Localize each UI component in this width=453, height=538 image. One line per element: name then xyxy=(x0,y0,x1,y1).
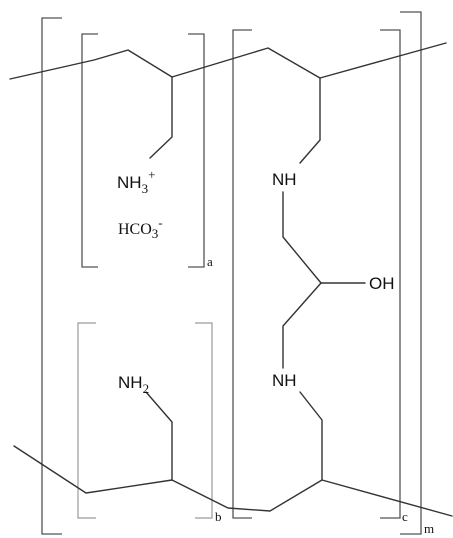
bracket-b-left xyxy=(77,322,96,519)
side-chain-c-middle xyxy=(282,191,322,369)
ammonium-label: NH3+ xyxy=(117,167,155,196)
side-chain-b xyxy=(145,391,173,481)
bracket-a-right xyxy=(188,33,205,268)
hydroxyl-label: OH xyxy=(369,274,395,293)
bicarbonate-label: HCO3- xyxy=(118,215,163,241)
outer-bracket-left xyxy=(41,17,62,535)
amine-bottom-label: NH xyxy=(272,371,297,390)
side-chain-c-lower xyxy=(299,391,323,481)
top-backbone xyxy=(9,42,447,80)
subscript-b: b xyxy=(215,509,222,524)
bracket-c-left xyxy=(232,29,252,519)
side-chain-a xyxy=(149,76,173,159)
amine-top-label: NH xyxy=(272,170,297,189)
bracket-a-left xyxy=(81,33,98,268)
subscript-c: c xyxy=(402,509,408,524)
primary-amine-label: NH2 xyxy=(118,373,149,396)
bottom-backbone xyxy=(13,445,453,517)
side-chain-c-upper xyxy=(299,77,321,164)
outer-bracket-right xyxy=(400,11,422,535)
bracket-b-right xyxy=(195,322,213,519)
subscript-a: a xyxy=(207,254,213,269)
bracket-c-right xyxy=(380,29,401,519)
subscript-m: m xyxy=(424,521,434,536)
